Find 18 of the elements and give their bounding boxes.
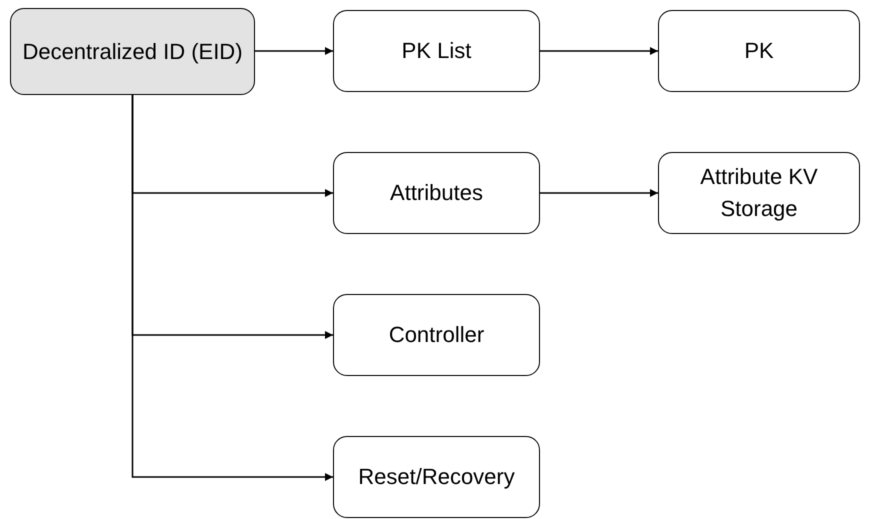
process-box [333,436,540,518]
arrow [255,47,333,55]
process-box [658,10,860,92]
arrow [132,95,333,481]
arrow [540,47,658,55]
root-box [10,8,255,95]
node-label: PK List [400,37,472,66]
process-box [333,152,540,234]
node-label: Reset/Recovery [357,463,516,492]
process-box [333,294,540,376]
node-label: PK [743,37,775,66]
node-label: Attribute KV Storage [699,163,819,223]
process-box [333,10,540,92]
node-label: Decentralized ID (EID) [21,38,244,66]
process-box [658,152,860,234]
node-label: Controller [388,321,486,350]
node-label: Attributes [389,179,484,208]
arrow [540,189,658,197]
